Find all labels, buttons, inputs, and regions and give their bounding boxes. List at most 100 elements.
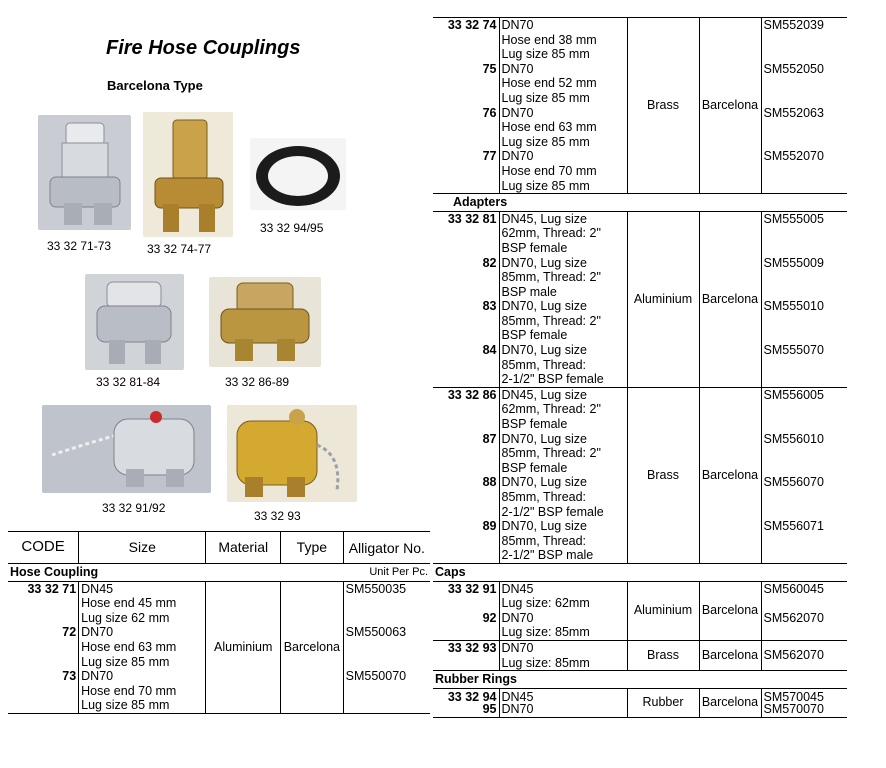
alligator-cell: SM550035 SM550063 SM550070 <box>342 581 430 714</box>
material-cell: Rubber <box>626 688 699 718</box>
code: 33 32 91 <box>447 581 497 596</box>
codes-cell: 33 32 93 <box>433 640 499 670</box>
size-line: DN70 <box>501 105 534 120</box>
size-line: 62mm, Thread: 2" <box>501 226 601 241</box>
size-line: Hose end 52 mm <box>501 76 597 91</box>
size-line: BSP male <box>501 284 557 299</box>
size-line: 2-1/2" BSP male <box>501 548 594 563</box>
size-line: DN45, Lug size <box>501 211 587 226</box>
material-cell: Aluminium <box>205 581 281 714</box>
type-cell: Barcelona <box>698 688 761 718</box>
hose-coupling-table: CODE Size Material Type Alligator No. Ho… <box>8 531 430 714</box>
size-line: Lug size 85 mm <box>81 654 170 669</box>
size-line: BSP female <box>501 417 568 432</box>
type-cell: Barcelona <box>698 640 761 671</box>
alligator-no: SM552039 <box>763 18 824 32</box>
code: 33 32 71 <box>27 581 77 596</box>
alligator-no: SM570070 <box>763 701 824 716</box>
alligator-no: SM570045 <box>763 689 824 704</box>
alligator-no: SM555009 <box>763 255 824 270</box>
alligator-no: SM555005 <box>763 211 824 226</box>
size-line: Hose end 45 mm <box>81 596 177 611</box>
rubber-ring-photo <box>250 138 346 210</box>
code: 77 <box>482 149 497 164</box>
alligator-cell: SM570045 SM570070 <box>760 688 847 718</box>
alligator-cell: SM555005 SM555009 SM555010 SM555070 <box>760 211 847 388</box>
codes-cell: 33 32 71 72 73 <box>8 581 79 713</box>
coupling-aluminium-photo <box>38 115 131 230</box>
alligator-cell: SM560045 SM562070 <box>760 581 847 641</box>
code: 73 <box>62 669 77 684</box>
code: 72 <box>62 625 77 640</box>
size-line: Lug size: 62mm <box>501 596 590 611</box>
size-line: 85mm, Thread: <box>501 357 587 372</box>
size-line: Hose end 70 mm <box>501 163 597 178</box>
page-subtitle: Barcelona Type <box>107 78 203 93</box>
code: 87 <box>482 431 497 446</box>
alligator-cell: SM562070 <box>760 640 847 671</box>
size-line: 62mm, Thread: 2" <box>501 402 601 417</box>
code: 76 <box>482 105 497 120</box>
size-line: Lug size 62 mm <box>81 610 170 625</box>
code: 75 <box>482 61 497 76</box>
size-line: DN70, Lug size <box>501 431 587 446</box>
code: 84 <box>482 343 497 358</box>
size-line: Hose end 63 mm <box>81 639 177 654</box>
alligator-cell: SM556005 SM556010 SM556070 SM556071 <box>760 387 847 564</box>
size-line: DN70, Lug size <box>501 343 587 358</box>
size-line: DN70, Lug size <box>501 519 587 534</box>
size-line: Lug size 85 mm <box>501 90 590 105</box>
code: 33 32 93 <box>447 640 497 655</box>
size-line: DN70 <box>501 149 534 164</box>
caption-93: 33 32 93 <box>254 509 301 523</box>
alligator-no: SM550035 <box>345 581 407 596</box>
size-line: 2-1/2" BSP female <box>501 504 604 519</box>
size-line: 85mm, Thread: <box>501 533 587 548</box>
section-rubber-rings: Rubber Rings <box>435 672 517 687</box>
size-line: Lug size 85 mm <box>501 178 590 193</box>
size-line: DN70, Lug size <box>501 255 587 270</box>
caption-71-73: 33 32 71-73 <box>47 239 112 253</box>
size-line: DN70 <box>501 18 534 32</box>
adapter-aluminium-photo <box>85 274 184 370</box>
code: 88 <box>482 475 497 490</box>
code: 82 <box>482 255 497 270</box>
size-line: DN70 <box>501 61 534 76</box>
col-header-alligator: Alligator No. <box>342 531 430 564</box>
code: 92 <box>482 610 497 625</box>
codes-cell: 33 32 94 95 <box>433 688 499 717</box>
caption-94-95: 33 32 94/95 <box>260 221 324 235</box>
size-line: DN45 <box>501 581 534 596</box>
size-line: Hose end 38 mm <box>501 32 597 47</box>
type-cell: Barcelona <box>280 581 344 714</box>
caption-81-84: 33 32 81-84 <box>96 375 161 389</box>
size-line: DN45, Lug size <box>501 387 587 402</box>
material-cell: Brass <box>626 640 699 671</box>
alligator-cell: SM552039 SM552050 SM552063 SM552070 <box>760 17 847 194</box>
caption-86-89: 33 32 86-89 <box>225 375 290 389</box>
size-line: Lug size: 85mm <box>501 625 590 640</box>
size-line: Lug size 85 mm <box>501 47 590 62</box>
size-line: Hose end 63 mm <box>501 120 597 135</box>
code: 89 <box>482 519 497 534</box>
alligator-no: SM556010 <box>763 431 824 446</box>
cap-aluminium-photo <box>42 405 211 493</box>
size-line: DN45 <box>81 581 114 596</box>
material-cell: Aluminium <box>626 211 699 388</box>
size-line: 85mm, Thread: 2" <box>501 313 601 328</box>
size-line: Lug size 85 mm <box>501 134 590 149</box>
code: 95 <box>482 701 497 716</box>
code: 83 <box>482 299 497 314</box>
section-adapters: Adapters <box>453 195 508 210</box>
caption-91-92: 33 32 91/92 <box>102 501 166 515</box>
page-title: Fire Hose Couplings <box>106 37 301 59</box>
size-line: BSP female <box>501 328 568 343</box>
size-line: Lug size: 85mm <box>501 655 590 670</box>
material-cell: Brass <box>626 17 699 194</box>
alligator-no: SM556070 <box>763 475 824 490</box>
type-cell: Barcelona <box>698 17 761 194</box>
size-line: Hose end 70 mm <box>81 683 177 698</box>
